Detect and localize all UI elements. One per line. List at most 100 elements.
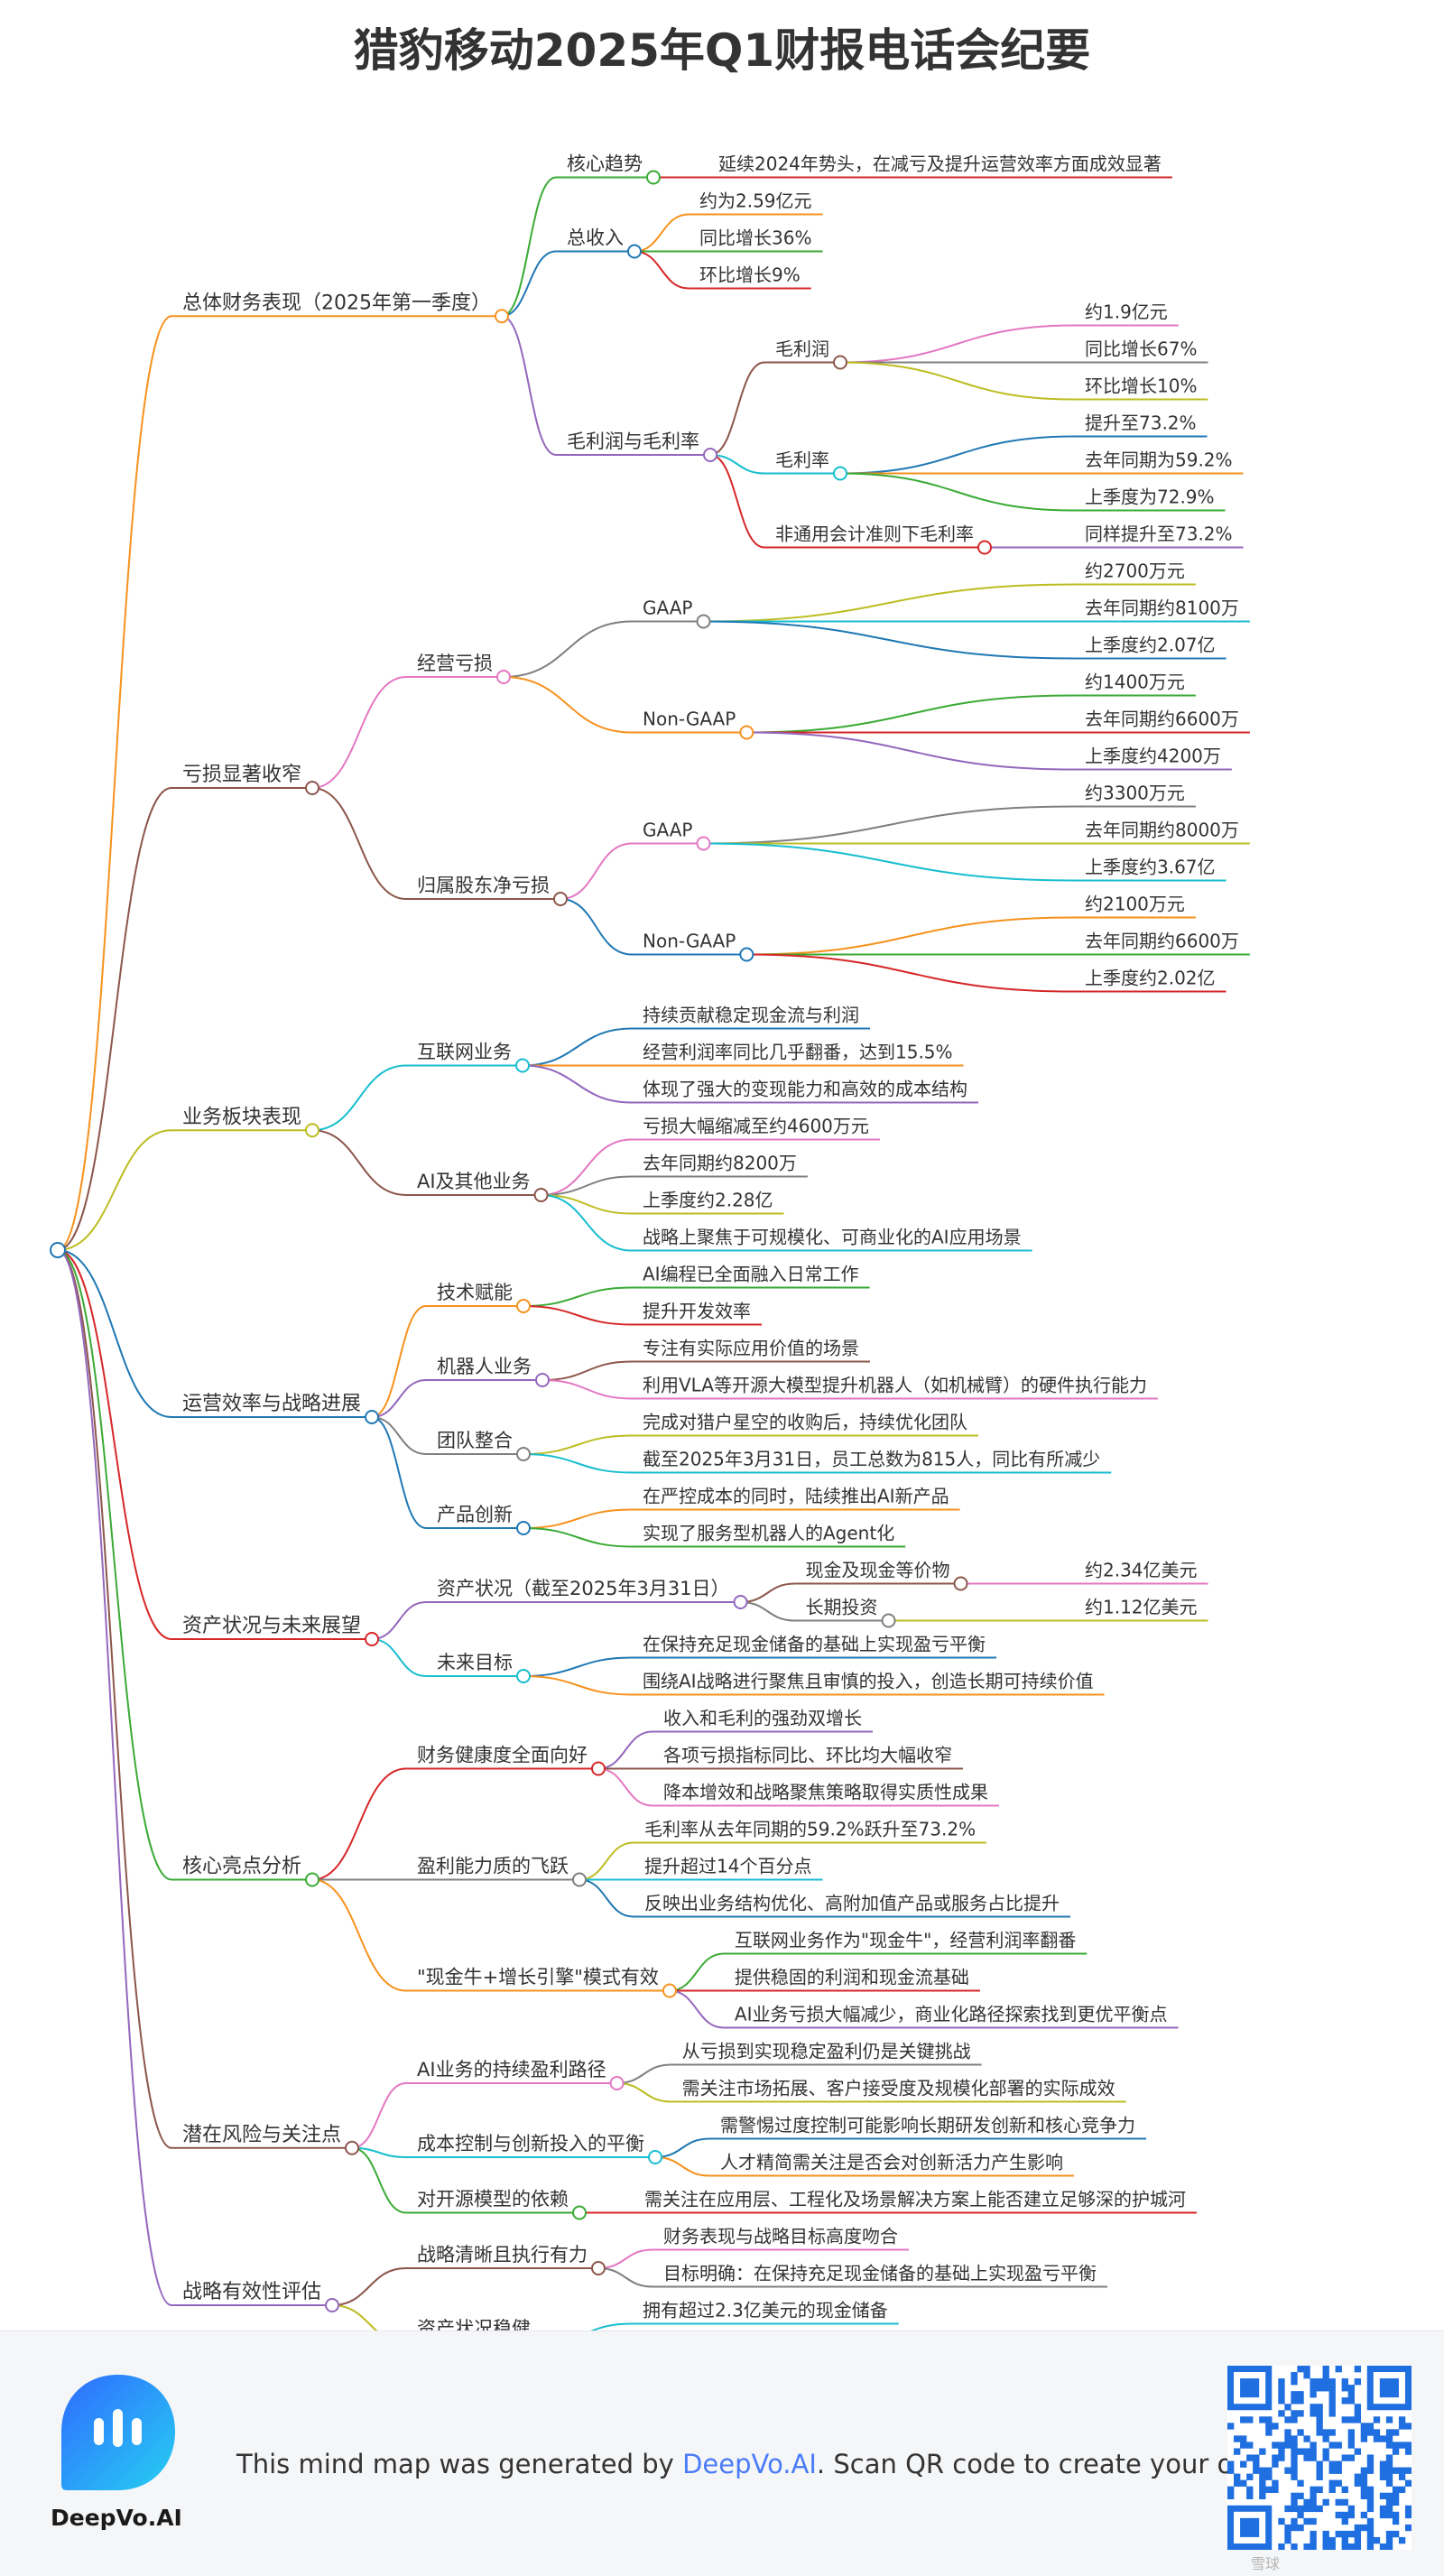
collapse-toggle-icon[interactable] [648, 2150, 663, 2164]
leaf-node-label[interactable]: 约为2.59亿元 [699, 190, 812, 212]
leaf-node-label[interactable]: 各项亏损指标同比、环比均大幅收窄 [663, 1745, 952, 1766]
leaf-node-label[interactable]: 去年同期约8100万 [1085, 598, 1239, 619]
leaf-node-label[interactable]: 约1.12亿美元 [1085, 1597, 1198, 1618]
topic-node-label[interactable]: 对开源模型的依赖 [417, 2189, 569, 2210]
leaf-node-label[interactable]: 目标明确：在保持充足现金储备的基础上实现盈亏平衡 [663, 2263, 1097, 2284]
leaf-node-label[interactable]: 上季度为72.9% [1085, 486, 1215, 508]
leaf-node-label[interactable]: 完成对猎户星空的收购后，持续优化团队 [643, 1412, 967, 1433]
leaf-node-label[interactable]: 反映出业务结构优化、高附加值产品或服务占比提升 [644, 1893, 1060, 1914]
leaf-node-label[interactable]: 同比增长67% [1085, 338, 1197, 360]
collapse-toggle-icon[interactable] [496, 670, 511, 684]
leaf-node-label[interactable]: 约2.34亿美元 [1085, 1560, 1198, 1581]
leaf-node-label[interactable]: 上季度约4200万 [1085, 746, 1221, 767]
leaf-node-label[interactable]: 约2700万元 [1085, 561, 1185, 582]
leaf-node-label[interactable]: 收入和毛利的强劲双增长 [663, 1708, 862, 1729]
collapse-toggle-icon[interactable] [627, 244, 642, 259]
collapse-toggle-icon[interactable] [696, 836, 711, 851]
collapse-toggle-icon[interactable] [516, 1447, 532, 1461]
collapse-toggle-icon[interactable] [881, 1613, 896, 1628]
topic-node-label[interactable]: GAAP [643, 820, 692, 841]
collapse-toggle-icon[interactable] [325, 2298, 340, 2312]
topic-node-label[interactable]: 毛利率 [775, 449, 829, 471]
collapse-toggle-icon[interactable] [833, 355, 847, 370]
leaf-node-label[interactable]: 约2100万元 [1085, 894, 1185, 915]
leaf-node-label[interactable]: 经营利润率同比几乎翻番，达到15.5% [643, 1042, 953, 1063]
topic-node-label[interactable]: 非通用会计准则下毛利率 [775, 524, 974, 545]
leaf-node-label[interactable]: 环比增长9% [699, 264, 801, 286]
collapse-toggle-icon[interactable] [515, 1058, 530, 1073]
leaf-node-label[interactable]: 财务表现与战略目标高度吻合 [663, 2226, 898, 2247]
leaf-node-label[interactable]: 战略上聚焦于可规模化、可商业化的AI应用场景 [643, 1227, 1022, 1248]
leaf-node-label[interactable]: 上季度约3.67亿 [1085, 857, 1216, 878]
leaf-node-label[interactable]: 约3300万元 [1085, 783, 1185, 804]
collapse-toggle-icon[interactable] [365, 1410, 380, 1424]
leaf-node-label[interactable]: 延续2024年势头，在减亏及提升运营效率方面成效显著 [718, 153, 1162, 175]
topic-node-label[interactable]: 亏损显著收窄 [182, 764, 301, 786]
topic-node-label[interactable]: 潜在风险与关注点 [182, 2124, 341, 2146]
leaf-node-label[interactable]: 提升至73.2% [1085, 412, 1197, 434]
leaf-node-label[interactable]: 亏损大幅缩减至约4600万元 [643, 1116, 869, 1137]
topic-node-label[interactable]: 技术赋能 [437, 1282, 513, 1303]
topic-node-label[interactable]: 业务板块表现 [182, 1106, 301, 1128]
collapse-toggle-icon[interactable] [572, 1872, 587, 1887]
leaf-node-label[interactable]: 上季度约2.28亿 [643, 1190, 773, 1211]
topic-node-label[interactable]: GAAP [643, 598, 692, 619]
leaf-node-label[interactable]: 人才精简需关注是否会对创新活力产生影响 [720, 2152, 1063, 2173]
collapse-toggle-icon[interactable] [696, 614, 711, 629]
collapse-toggle-icon[interactable] [365, 1632, 380, 1646]
collapse-toggle-icon[interactable] [572, 2205, 588, 2220]
topic-node-label[interactable]: 战略清晰且执行有力 [417, 2244, 588, 2266]
topic-node-label[interactable]: 总收入 [567, 227, 624, 249]
leaf-node-label[interactable]: 约1.9亿元 [1085, 301, 1168, 323]
leaf-node-label[interactable]: 实现了服务型机器人的Agent化 [643, 1523, 894, 1544]
leaf-node-label[interactable]: 去年同期约6600万 [1085, 709, 1239, 730]
collapse-toggle-icon[interactable] [516, 1669, 532, 1683]
topic-node-label[interactable]: 核心趋势 [567, 153, 643, 175]
collapse-toggle-icon[interactable] [591, 2261, 606, 2275]
topic-node-label[interactable]: 资产状况与未来展望 [182, 1615, 361, 1637]
topic-node-label[interactable]: 财务健康度全面向好 [417, 1745, 588, 1766]
leaf-node-label[interactable]: 上季度约2.02亿 [1085, 968, 1216, 989]
leaf-node-label[interactable]: 去年同期约8000万 [1085, 820, 1239, 841]
root-node-icon[interactable] [50, 1242, 66, 1258]
deepvo-link[interactable]: DeepVo.AI [682, 2449, 817, 2479]
topic-node-label[interactable]: 归属股东净亏损 [417, 875, 550, 896]
leaf-node-label[interactable]: 去年同期约6600万 [1085, 931, 1239, 952]
leaf-node-label[interactable]: 在保持充足现金储备的基础上实现盈亏平衡 [643, 1634, 986, 1655]
topic-node-label[interactable]: 经营亏损 [417, 653, 493, 674]
collapse-toggle-icon[interactable] [495, 309, 509, 324]
leaf-node-label[interactable]: 需关注市场拓展、客户接受度及规模化部署的实际成效 [682, 2078, 1115, 2099]
collapse-toggle-icon[interactable] [953, 1576, 968, 1591]
leaf-node-label[interactable]: 提升开发效率 [643, 1301, 751, 1322]
collapse-toggle-icon[interactable] [662, 1983, 677, 1998]
collapse-toggle-icon[interactable] [305, 1123, 320, 1138]
topic-node-label[interactable]: 盈利能力质的飞跃 [417, 1856, 569, 1877]
collapse-toggle-icon[interactable] [553, 892, 568, 906]
leaf-node-label[interactable]: 截至2025年3月31日，员工总数为815人，同比有所减少 [643, 1449, 1100, 1470]
leaf-node-label[interactable]: 需警惕过度控制可能影响长期研发创新和核心竞争力 [720, 2115, 1135, 2136]
collapse-toggle-icon[interactable] [345, 2140, 360, 2155]
collapse-toggle-icon[interactable] [833, 466, 847, 481]
topic-node-label[interactable]: 互联网业务 [417, 1042, 512, 1063]
leaf-node-label[interactable]: 提升超过14个百分点 [644, 1856, 811, 1877]
topic-node-label[interactable]: 运营效率与战略进展 [182, 1393, 361, 1415]
topic-node-label[interactable]: 总体财务表现（2025年第一季度） [182, 292, 491, 314]
collapse-toggle-icon[interactable] [739, 947, 754, 962]
leaf-node-label[interactable]: 环比增长10% [1085, 375, 1197, 397]
leaf-node-label[interactable]: 拥有超过2.3亿美元的现金储备 [643, 2300, 888, 2321]
topic-node-label[interactable]: AI业务的持续盈利路径 [417, 2059, 606, 2080]
topic-node-label[interactable]: 机器人业务 [437, 1356, 532, 1377]
leaf-node-label[interactable]: 降本增效和战略聚焦策略取得实质性成果 [663, 1782, 988, 1803]
leaf-node-label[interactable]: 同样提升至73.2% [1085, 524, 1233, 545]
leaf-node-label[interactable]: 上季度约2.07亿 [1085, 635, 1216, 656]
collapse-toggle-icon[interactable] [533, 1188, 549, 1202]
topic-node-label[interactable]: 战略有效性评估 [182, 2281, 321, 2303]
topic-node-label[interactable]: 毛利润 [775, 338, 829, 360]
leaf-node-label[interactable]: AI编程已全面融入日常工作 [643, 1264, 859, 1285]
leaf-node-label[interactable]: 体现了强大的变现能力和高效的成本结构 [643, 1079, 967, 1100]
topic-node-label[interactable]: Non-GAAP [643, 931, 736, 952]
collapse-toggle-icon[interactable] [516, 1521, 532, 1535]
collapse-toggle-icon[interactable] [535, 1373, 551, 1387]
leaf-node-label[interactable]: 约1400万元 [1085, 672, 1185, 693]
topic-node-label[interactable]: 毛利润与毛利率 [567, 431, 699, 452]
